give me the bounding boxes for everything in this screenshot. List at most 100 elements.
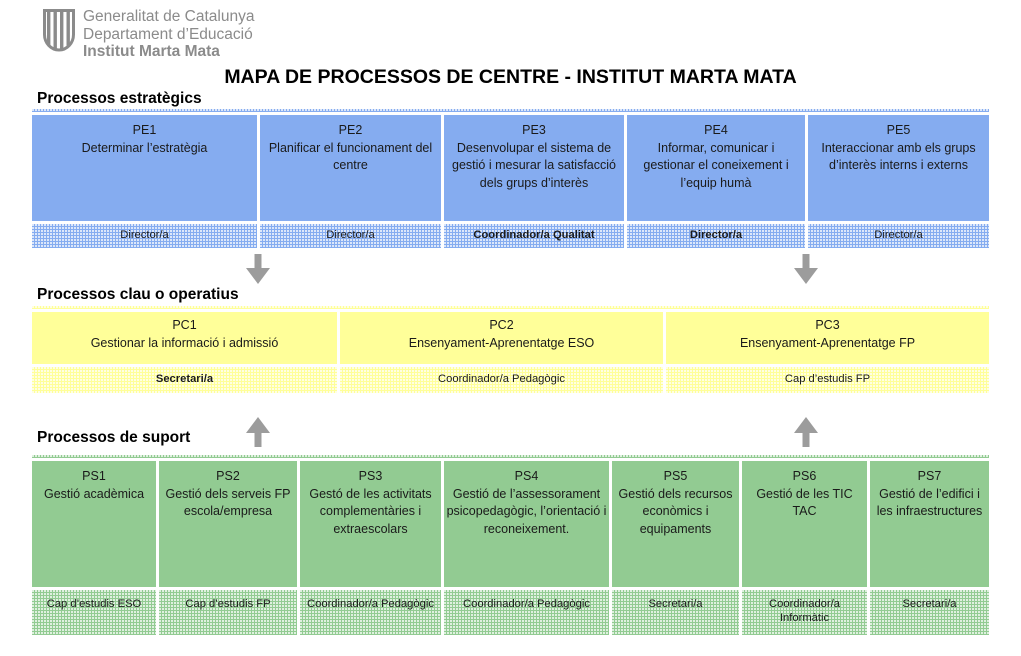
strategic-roles-row: Director/a Director/a Coordinador/a Qual…	[32, 224, 989, 248]
process-role-pc1: Secretari/a	[32, 367, 337, 393]
generalitat-shield-icon	[42, 8, 76, 58]
role-label: Cap d’estudis FP	[784, 373, 871, 386]
strategic-main-row: PE1 Determinar l’estratègia PE2 Planific…	[32, 115, 989, 221]
process-name: Interaccionar amb els grups d’interès in…	[821, 140, 976, 173]
role-label: Secretari/a	[902, 598, 957, 610]
role-label: Coordinador/a Pedagògic	[463, 598, 590, 610]
process-name: Gestió dels recursos econòmics i equipam…	[618, 486, 733, 536]
process-cell-pe3: PE3 Desenvolupar el sistema de gestió i …	[444, 115, 624, 221]
arrow-down-icon	[794, 254, 818, 284]
process-name: Gestió de l’edifici i les infraestructur…	[876, 486, 983, 519]
process-role-ps3: Coordinador/a Pedagògic	[300, 590, 441, 635]
process-role-ps6: Coordinador/a Informàtic	[742, 590, 867, 635]
process-cell-pe4: PE4 Informar, comunicar i gestionar el c…	[627, 115, 805, 221]
process-role-pe2: Director/a	[260, 224, 441, 248]
process-name: Gestió dels serveis FP escola/empresa	[165, 486, 291, 519]
process-code: PE1	[132, 123, 157, 137]
key-main-row: PC1 Gestionar la informació i admissió P…	[32, 312, 989, 364]
logo-line-org: Generalitat de Catalunya	[83, 8, 255, 25]
support-roles-row: Cap d’estudis ESO Cap d’estudis FP Coord…	[32, 590, 989, 635]
role-label: Cap d’estudis ESO	[46, 598, 142, 610]
process-code: PE5	[886, 123, 911, 137]
support-main-row: PS1 Gestió acadèmica PS2 Gestió dels ser…	[32, 461, 989, 587]
generalitat-logo: Generalitat de Catalunya Departament d’E…	[42, 8, 254, 61]
arrow-up-icon	[794, 417, 818, 447]
process-cell-ps2: PS2 Gestió dels serveis FP escola/empres…	[159, 461, 297, 587]
role-label: Coordinador/a Qualitat	[473, 229, 595, 242]
process-name: Gestió acadèmica	[43, 486, 145, 501]
table-top-strip	[32, 455, 989, 458]
process-role-pe5: Director/a	[808, 224, 989, 248]
process-role-pe4: Director/a	[627, 224, 805, 248]
role-label: Director/a	[874, 229, 923, 242]
section-label-estrategics: Processos estratègics	[37, 90, 202, 107]
process-cell-pe1: PE1 Determinar l’estratègia	[32, 115, 257, 221]
process-code: PS2	[216, 469, 240, 483]
role-label: Coordinador/a Informàtic	[769, 598, 840, 624]
process-role-ps5: Secretari/a	[612, 590, 739, 635]
table-top-strip	[32, 109, 989, 112]
logo-line-school: Institut Marta Mata	[83, 43, 220, 60]
process-role-ps2: Cap d’estudis FP	[159, 590, 297, 635]
process-role-ps4: Coordinador/a Pedagògic	[444, 590, 609, 635]
section-label-clau: Processos clau o operatius	[37, 286, 239, 303]
process-cell-ps1: PS1 Gestió acadèmica	[32, 461, 156, 587]
process-cell-pe2: PE2 Planificar el funcionament del centr…	[260, 115, 441, 221]
section-label-suport: Processos de suport	[37, 429, 191, 446]
process-name: Gestió de les TIC TAC	[756, 486, 853, 519]
role-label: Secretari/a	[648, 598, 703, 610]
support-processes-table: PS1 Gestió acadèmica PS2 Gestió dels ser…	[32, 455, 989, 635]
process-cell-pe5: PE5 Interaccionar amb els grups d’interè…	[808, 115, 989, 221]
process-role-pc3: Cap d’estudis FP	[666, 367, 989, 393]
process-cell-ps7: PS7 Gestió de l’edifici i les infraestru…	[870, 461, 989, 587]
process-role-pe1: Director/a	[32, 224, 257, 248]
role-label: Director/a	[120, 229, 169, 242]
table-top-strip	[32, 306, 989, 309]
logo-text: Generalitat de Catalunya Departament d’E…	[83, 8, 254, 61]
process-code: PE2	[338, 123, 363, 137]
role-label: Cap d’estudis FP	[185, 598, 271, 610]
role-label: Director/a	[326, 229, 375, 242]
process-name: Informar, comunicar i gestionar el conei…	[643, 140, 789, 190]
role-label: Secretari/a	[155, 373, 214, 386]
strategic-processes-table: PE1 Determinar l’estratègia PE2 Planific…	[32, 109, 989, 248]
process-name: Desenvolupar el sistema de gestió i mesu…	[452, 140, 616, 190]
process-name: Gestionar la informació i admissió	[90, 335, 279, 350]
process-name: Gestó de les activitats complementàries …	[309, 486, 432, 536]
process-code: PC3	[815, 318, 840, 332]
process-cell-pc3: PC3 Ensenyament-Aprenentatge FP	[666, 312, 989, 364]
process-name: Planificar el funcionament del centre	[268, 140, 433, 173]
process-name: Ensenyament-Aprenentatge FP	[739, 335, 916, 350]
process-name: Ensenyament-Aprenentatge ESO	[408, 335, 595, 350]
logo-line-dept: Departament d’Educació	[83, 25, 253, 43]
process-name: Gestió de l’assessorament psicopedagògic…	[446, 486, 607, 536]
process-role-pc2: Coordinador/a Pedagògic	[340, 367, 663, 393]
process-code: PC1	[172, 318, 197, 332]
process-code: PS3	[358, 469, 383, 483]
process-code: PS7	[917, 469, 942, 483]
process-cell-ps4: PS4 Gestió de l’assessorament psicopedag…	[444, 461, 609, 587]
key-roles-row: Secretari/a Coordinador/a Pedagògic Cap …	[32, 367, 989, 393]
role-label: Director/a	[689, 229, 743, 242]
process-cell-ps5: PS5 Gestió dels recursos econòmics i equ…	[612, 461, 739, 587]
page-title: MAPA DE PROCESSOS DE CENTRE - INSTITUT M…	[224, 66, 797, 88]
process-cell-ps3: PS3 Gestó de les activitats complementàr…	[300, 461, 441, 587]
process-code: PS4	[514, 469, 539, 483]
process-cell-ps6: PS6 Gestió de les TIC TAC	[742, 461, 867, 587]
process-role-ps1: Cap d’estudis ESO	[32, 590, 156, 635]
process-cell-pc2: PC2 Ensenyament-Aprenentatge ESO	[340, 312, 663, 364]
process-code: PS6	[792, 469, 817, 483]
process-code: PS5	[663, 469, 688, 483]
process-role-ps7: Secretari/a	[870, 590, 989, 635]
process-code: PS1	[82, 469, 106, 483]
process-role-pe3: Coordinador/a Qualitat	[444, 224, 624, 248]
arrow-down-icon	[246, 254, 270, 284]
arrow-up-icon	[246, 417, 270, 447]
role-label: Coordinador/a Pedagògic	[438, 373, 565, 386]
process-code: PE3	[522, 123, 546, 137]
role-label: Coordinador/a Pedagògic	[307, 598, 434, 610]
process-code: PE4	[704, 123, 728, 137]
process-code: PC2	[489, 318, 514, 332]
process-name: Determinar l’estratègia	[81, 140, 208, 155]
